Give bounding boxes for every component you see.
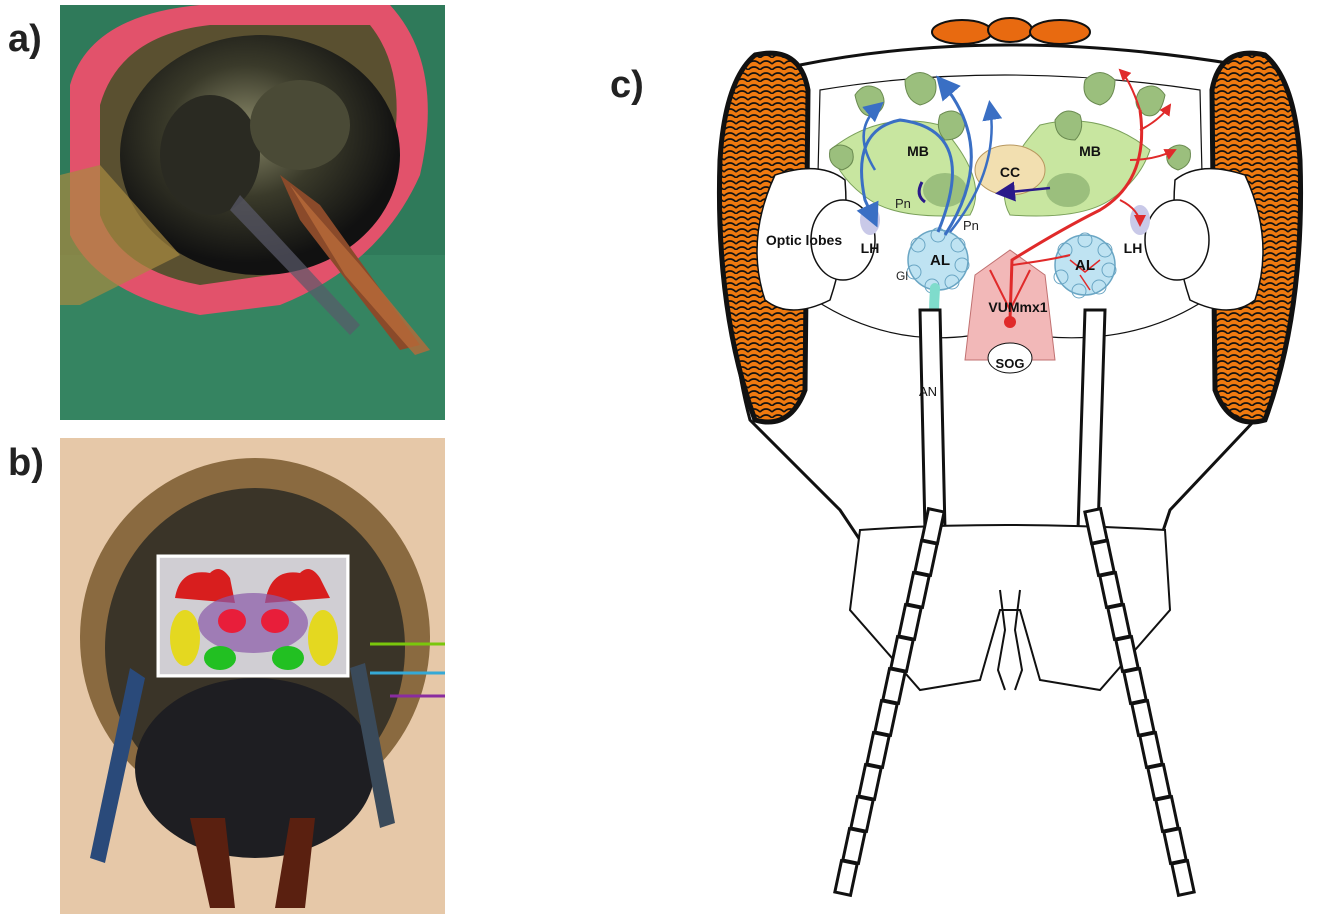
mb-lobe-right [1046, 173, 1090, 207]
antenna-scape-left [920, 310, 945, 530]
label-pn-lower: Pn [963, 218, 979, 233]
ocellus-center [988, 18, 1032, 42]
label-cc: CC [1000, 164, 1020, 180]
lobula-right [1145, 200, 1209, 280]
ocellus-left [932, 20, 992, 44]
panel-label-a: a) [8, 18, 42, 61]
ocellus-right [1030, 20, 1090, 44]
panel-label-c: c) [610, 64, 644, 107]
panel-label-b: b) [8, 442, 44, 485]
label-gl: Gl [896, 269, 908, 283]
label-pn-upper: Pn [895, 196, 911, 211]
bee-head-diagram: MB MB CC Pn Pn LH LH Optic lobes AL AL G… [700, 10, 1320, 910]
vum-soma [1004, 316, 1016, 328]
label-sog: SOG [996, 356, 1025, 371]
label-vummx1: VUMmx1 [988, 299, 1047, 315]
mb-lobe-left [923, 173, 967, 207]
photo-bee-in-tube [60, 5, 445, 420]
label-an: AN [919, 384, 937, 399]
label-mb-right: MB [1079, 143, 1101, 159]
label-al-right: AL [1075, 257, 1095, 274]
photo-bee-face-image [60, 438, 445, 914]
bee-head-diagram-svg: MB MB CC Pn Pn LH LH Optic lobes AL AL G… [700, 10, 1320, 910]
photo-bee-face [60, 438, 445, 914]
label-mb-left: MB [907, 143, 929, 159]
photo-bee-in-tube-image [60, 5, 445, 420]
label-lh-left: LH [861, 240, 880, 256]
label-lh-right: LH [1124, 240, 1143, 256]
label-optic-lobes: Optic lobes [766, 232, 842, 248]
label-al-left: AL [930, 252, 950, 269]
